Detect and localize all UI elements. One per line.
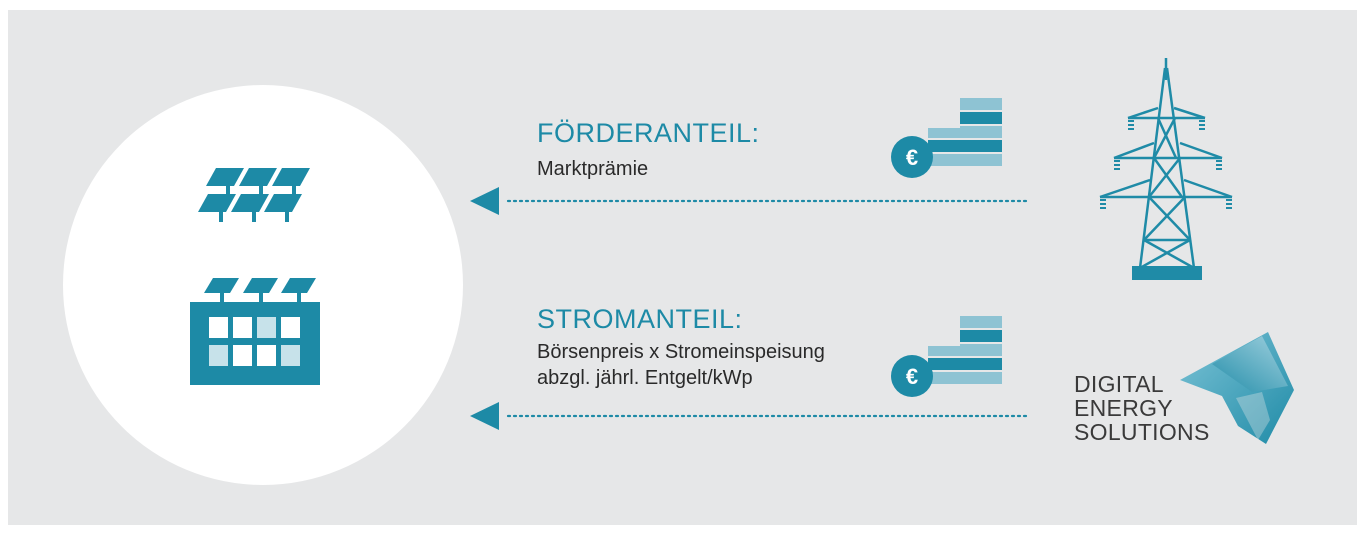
logo-line: ENERGY (1074, 395, 1173, 421)
coin-symbol: € (906, 145, 918, 170)
row-subtext-line: Börsenpreis x Stromeinspeisung (537, 341, 825, 363)
row-subtext: Börsenpreis x Stromeinspeisung abzgl. jä… (537, 339, 825, 391)
row-heading: FÖRDERANTEIL: (537, 118, 760, 148)
logo-line: SOLUTIONS (1074, 419, 1210, 445)
row-heading: STROMANTEIL: (537, 304, 743, 334)
logo-line: DIGITAL (1074, 371, 1164, 397)
row-subtext-line: abzgl. jährl. Entgelt/kWp (537, 367, 753, 389)
des-logo-text: DIGITAL ENERGY SOLUTIONS (1074, 372, 1210, 444)
coin-symbol: € (906, 364, 918, 389)
row-subtext: Marktprämie (537, 156, 648, 182)
row-subtext-line: Marktprämie (537, 158, 649, 180)
